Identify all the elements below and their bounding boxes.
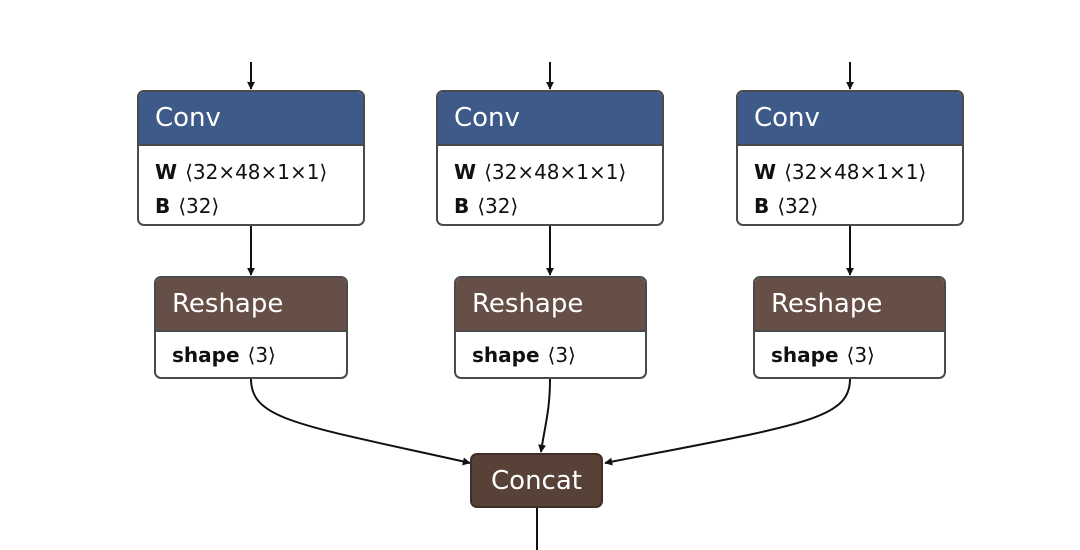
- reshape-node-1[interactable]: Reshape shape ⟨3⟩: [154, 276, 348, 379]
- reshape-to-concat-edge-2: [538, 378, 551, 453]
- conv-node-attributes: W ⟨32×48×1×1⟩ B ⟨32⟩: [139, 146, 363, 223]
- conv-node-attributes: W ⟨32×48×1×1⟩ B ⟨32⟩: [438, 146, 662, 223]
- attribute-name: B: [454, 194, 470, 218]
- conv-node-3[interactable]: Conv W ⟨32×48×1×1⟩ B ⟨32⟩: [736, 90, 964, 226]
- attribute-value: ⟨32×48×1×1⟩: [784, 160, 927, 184]
- reshape-node-attributes: shape ⟨3⟩: [755, 332, 944, 372]
- attribute-value: ⟨3⟩: [846, 343, 875, 367]
- concat-node-title: Concat: [491, 465, 582, 496]
- reshape-node-2[interactable]: Reshape shape ⟨3⟩: [454, 276, 647, 379]
- shape-attribute: shape ⟨3⟩: [456, 338, 645, 372]
- reshape-node-title: Reshape: [156, 278, 346, 332]
- conv-node-attributes: W ⟨32×48×1×1⟩ B ⟨32⟩: [738, 146, 962, 223]
- conv-node-1[interactable]: Conv W ⟨32×48×1×1⟩ B ⟨32⟩: [137, 90, 365, 226]
- reshape-node-title: Reshape: [755, 278, 944, 332]
- attribute-value: ⟨3⟩: [547, 343, 576, 367]
- attribute-name: B: [754, 194, 770, 218]
- reshape-to-concat-edge-3: [604, 378, 851, 466]
- attribute-value: ⟨32⟩: [777, 194, 819, 218]
- conv-node-title: Conv: [738, 92, 962, 146]
- attribute-name: shape: [472, 343, 540, 367]
- reshape-node-attributes: shape ⟨3⟩: [456, 332, 645, 372]
- attribute-name: W: [754, 160, 777, 184]
- conv-node-2[interactable]: Conv W ⟨32×48×1×1⟩ B ⟨32⟩: [436, 90, 664, 226]
- shape-attribute: shape ⟨3⟩: [755, 338, 944, 372]
- concat-node[interactable]: Concat: [470, 453, 603, 508]
- attribute-name: W: [155, 160, 178, 184]
- conv-node-title: Conv: [438, 92, 662, 146]
- reshape-node-title: Reshape: [456, 278, 645, 332]
- reshape-node-3[interactable]: Reshape shape ⟨3⟩: [753, 276, 946, 379]
- weight-attribute: W ⟨32×48×1×1⟩: [139, 155, 363, 189]
- attribute-value: ⟨32⟩: [178, 194, 220, 218]
- bias-attribute: B ⟨32⟩: [738, 189, 962, 223]
- attribute-name: B: [155, 194, 171, 218]
- weight-attribute: W ⟨32×48×1×1⟩: [438, 155, 662, 189]
- shape-attribute: shape ⟨3⟩: [156, 338, 346, 372]
- attribute-name: shape: [172, 343, 240, 367]
- weight-attribute: W ⟨32×48×1×1⟩: [738, 155, 962, 189]
- attribute-value: ⟨3⟩: [247, 343, 276, 367]
- attribute-name: W: [454, 160, 477, 184]
- bias-attribute: B ⟨32⟩: [438, 189, 662, 223]
- attribute-value: ⟨32⟩: [477, 194, 519, 218]
- reshape-node-attributes: shape ⟨3⟩: [156, 332, 346, 372]
- attribute-name: shape: [771, 343, 839, 367]
- attribute-value: ⟨32×48×1×1⟩: [185, 160, 328, 184]
- reshape-to-concat-edge-1: [250, 378, 471, 466]
- conv-node-title: Conv: [139, 92, 363, 146]
- attribute-value: ⟨32×48×1×1⟩: [484, 160, 627, 184]
- bias-attribute: B ⟨32⟩: [139, 189, 363, 223]
